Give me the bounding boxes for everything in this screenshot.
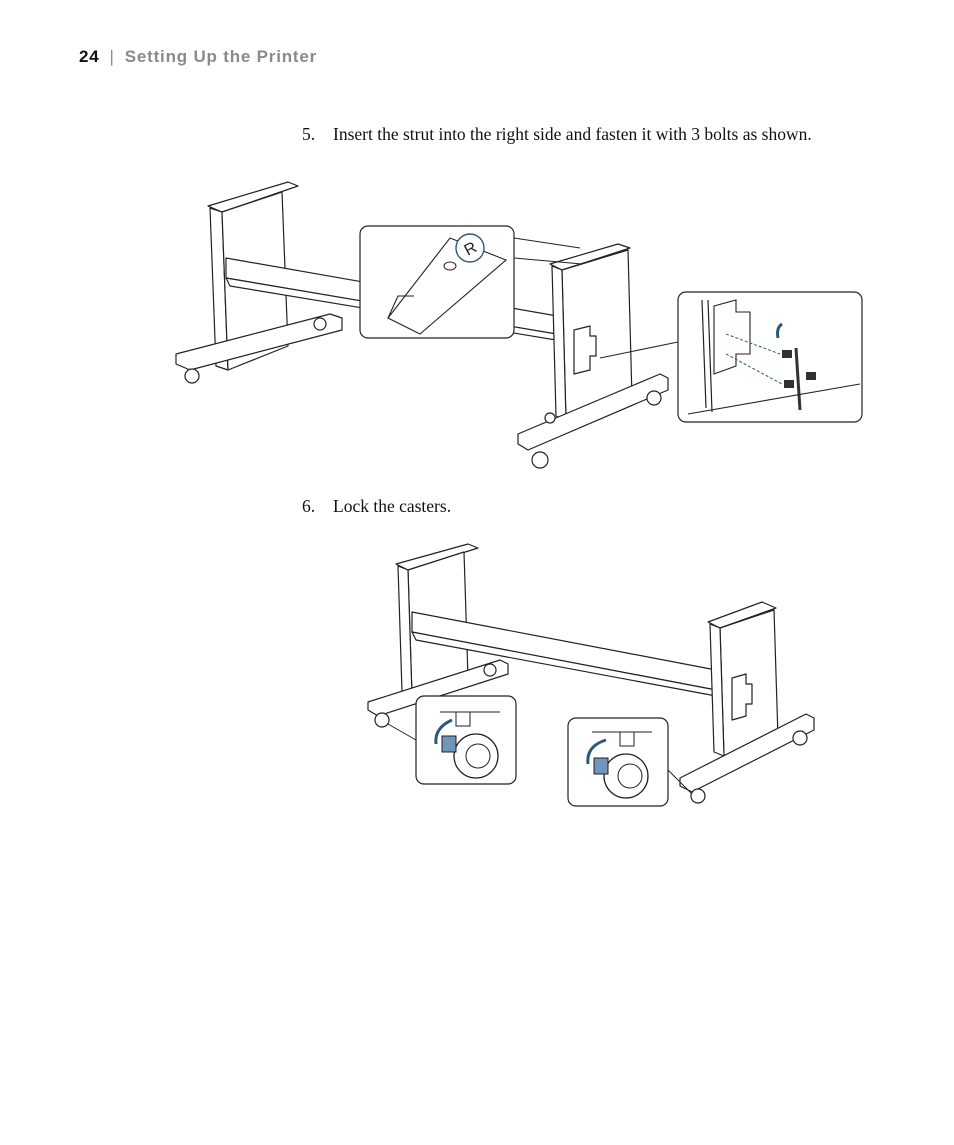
mounting-bracket [573,325,597,375]
mounting-bracket [731,673,753,721]
section-title: Setting Up the Printer [124,47,318,66]
left-base-foot [175,313,343,371]
lock-arrow [586,738,607,765]
casters [184,317,662,469]
callout-caster-left [387,695,517,785]
left-base-foot [367,659,509,717]
step-number: 5. [302,124,316,144]
caster-wheel [184,368,200,384]
caster-wheel [374,712,390,728]
header-separator: | [109,47,115,66]
caster-lock-tab [441,735,457,753]
bolt [806,372,816,380]
caster-wheel [483,663,497,677]
lock-casters-illustration [367,543,815,807]
lock-arrow [434,718,453,745]
callout-caster-right [567,717,693,807]
casters [374,663,808,804]
step-5: 5. Insert the strut into the right side a… [302,124,812,145]
callout-top-plate: R [359,225,583,339]
step-number: 6. [302,496,316,516]
step-text: Insert the strut into the right side and… [333,124,812,144]
caster-wheel [690,788,706,804]
caster-lock-tab [593,757,609,775]
caster-wheel [792,730,808,746]
step-6: 6. Lock the casters. [302,496,451,517]
bolt [784,380,794,388]
right-base-foot [517,373,669,451]
caster-wheel [531,451,549,469]
strut-installation-illustration: R [175,181,863,469]
step-text: Lock the casters. [333,496,452,516]
page-number: 24 [79,47,100,66]
callout-bolts [599,291,863,423]
running-header: 24 | Setting Up the Printer [79,47,317,67]
caster-wheel [544,412,556,424]
caster-wheel [313,317,327,331]
right-base-foot [679,713,815,793]
bolt [782,350,792,358]
hex-key [794,347,802,411]
caster-wheel [646,390,662,406]
r-marker-circle [455,233,485,263]
rotate-arrow [776,322,783,339]
